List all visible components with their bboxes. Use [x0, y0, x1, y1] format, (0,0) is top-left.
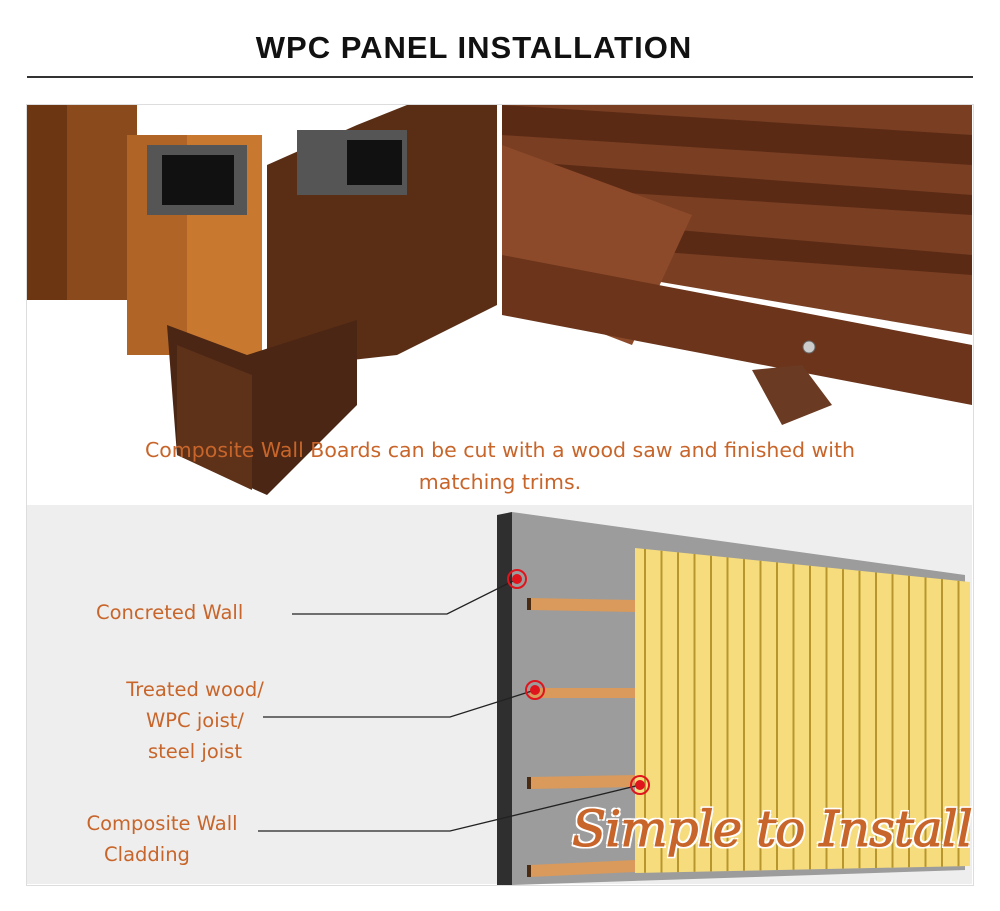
- label-line: Treated wood/: [126, 678, 264, 701]
- label-line: WPC joist/: [146, 709, 244, 732]
- label-concrete-wall: Concreted Wall: [96, 597, 243, 628]
- caption-line-1: Composite Wall Boards can be cut with a …: [144, 438, 856, 462]
- page-title: WPC PANEL INSTALLATION: [255, 30, 693, 65]
- trim-profile-photo: [502, 105, 972, 505]
- title-divider: [27, 76, 973, 78]
- corner-trim-photo: [27, 105, 497, 505]
- label-line: steel joist: [148, 740, 242, 763]
- label-line: Concreted Wall: [96, 601, 244, 624]
- wall-edge: [497, 512, 512, 885]
- joists: [527, 598, 635, 877]
- label-cladding: Composite Wall Cladding: [62, 808, 262, 870]
- slogan: Simple to Install: [572, 800, 974, 859]
- cladding-panel: [635, 548, 970, 873]
- panel-grooves: [644, 549, 960, 873]
- marker-dots: [507, 569, 650, 795]
- label-joist: Treated wood/ WPC joist/ steel joist: [95, 674, 295, 767]
- leader-lines: [258, 578, 641, 832]
- label-line: Cladding: [104, 843, 190, 866]
- photo-caption: Composite Wall Boards can be cut with a …: [27, 434, 973, 498]
- caption-line-2: matching trims.: [418, 470, 582, 494]
- label-line: Composite Wall: [86, 812, 238, 835]
